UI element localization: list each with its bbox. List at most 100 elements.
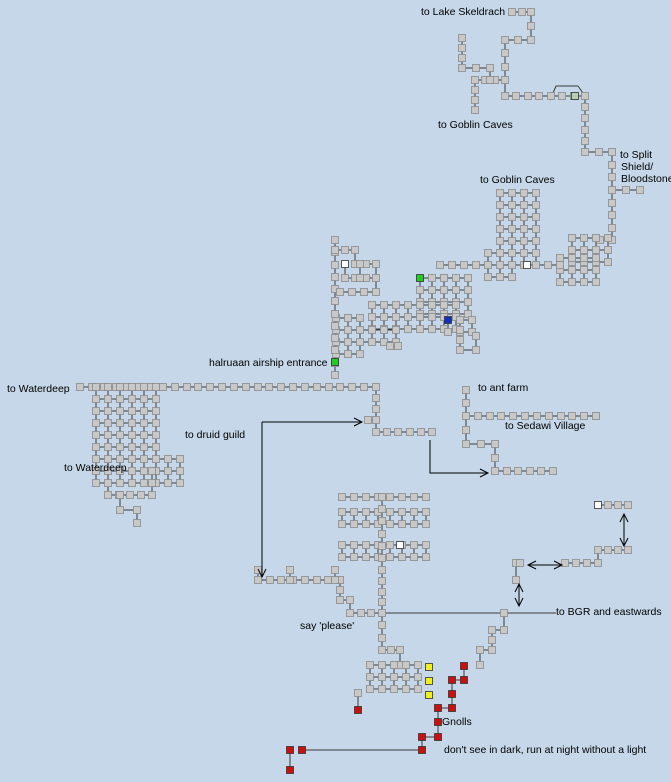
map-room [523, 261, 531, 269]
map-room [387, 646, 395, 654]
map-room [474, 412, 482, 420]
map-room [568, 278, 576, 286]
map-room [410, 553, 418, 561]
map-room [148, 479, 156, 487]
map-room [520, 189, 528, 197]
map-room [416, 325, 424, 333]
map-room [496, 237, 504, 245]
map-room [520, 237, 528, 245]
map-room [356, 274, 364, 282]
map-room [372, 416, 380, 424]
map-room [512, 576, 520, 584]
map-room [372, 260, 380, 268]
map-room [286, 576, 294, 584]
map-room [595, 148, 603, 156]
map-room [392, 313, 400, 321]
map-room [116, 467, 124, 475]
map-room [471, 106, 479, 114]
map-room [372, 274, 380, 282]
map-room [488, 636, 496, 644]
map-room [452, 274, 460, 282]
map-room [568, 266, 576, 274]
map-room [92, 407, 100, 415]
map-room [422, 520, 430, 528]
map-room [351, 246, 359, 254]
map-room [348, 383, 356, 391]
map-room [378, 661, 386, 669]
map-room [568, 246, 576, 254]
map-room [508, 237, 516, 245]
map-room [486, 412, 494, 420]
map-room [608, 224, 616, 232]
map-room [608, 173, 616, 181]
map-room [488, 626, 496, 634]
map-room [520, 201, 528, 209]
map-room [116, 491, 124, 499]
map-room [592, 234, 600, 242]
map-room [458, 64, 466, 72]
map-room [472, 64, 480, 72]
map-room [486, 76, 494, 84]
map-room [508, 273, 516, 281]
map-labels: to Lake Skeldrach to Goblin Caves to Spl… [7, 6, 671, 756]
map-room [286, 566, 294, 574]
map-room [436, 261, 444, 269]
map-room [636, 186, 644, 194]
map-room [331, 273, 339, 281]
label-halruaan: halruaan airship entrance [209, 357, 328, 369]
map-room [360, 383, 368, 391]
map-room [116, 419, 124, 427]
map-room [372, 405, 380, 413]
map-room [104, 443, 112, 451]
map-room [116, 479, 124, 487]
map-room [462, 412, 470, 420]
map-room [92, 395, 100, 403]
map-room [428, 428, 436, 436]
map-room [518, 8, 526, 16]
map-room [608, 199, 616, 207]
map-room [380, 313, 388, 321]
map-room [458, 44, 466, 52]
map-room [448, 704, 456, 712]
map-room [265, 383, 273, 391]
map-room [354, 706, 362, 714]
map-room [428, 325, 436, 333]
map-room [350, 520, 358, 528]
map-links [80, 11, 640, 770]
map-room [614, 546, 622, 554]
map-room [92, 419, 100, 427]
map-room [448, 261, 456, 269]
map-room [346, 596, 354, 604]
map-room [372, 394, 380, 402]
arrow-head [619, 537, 629, 548]
map-room [396, 646, 404, 654]
map-room [378, 609, 386, 617]
map-room [417, 428, 425, 436]
map-room [532, 213, 540, 221]
map-room [452, 286, 460, 294]
map-room [440, 274, 448, 282]
map-room [277, 383, 285, 391]
map-room [496, 273, 504, 281]
map-room [171, 383, 179, 391]
map-room [336, 288, 344, 296]
map-room [341, 260, 349, 268]
map-room [133, 506, 141, 514]
label-waterdeep-1: to Waterdeep [7, 383, 70, 395]
map-room [425, 663, 433, 671]
map-room [331, 261, 339, 269]
map-room [592, 266, 600, 274]
map-room [476, 646, 484, 654]
map-room [476, 661, 484, 669]
map-room [277, 576, 285, 584]
map-room [464, 274, 472, 282]
map-room [472, 346, 480, 354]
arrow-head [257, 568, 267, 579]
map-room [532, 261, 540, 269]
map-room [336, 383, 344, 391]
map-room [116, 506, 124, 514]
map-room [484, 261, 492, 269]
map-room [410, 508, 418, 516]
map-room [128, 395, 136, 403]
map-room [464, 286, 472, 294]
